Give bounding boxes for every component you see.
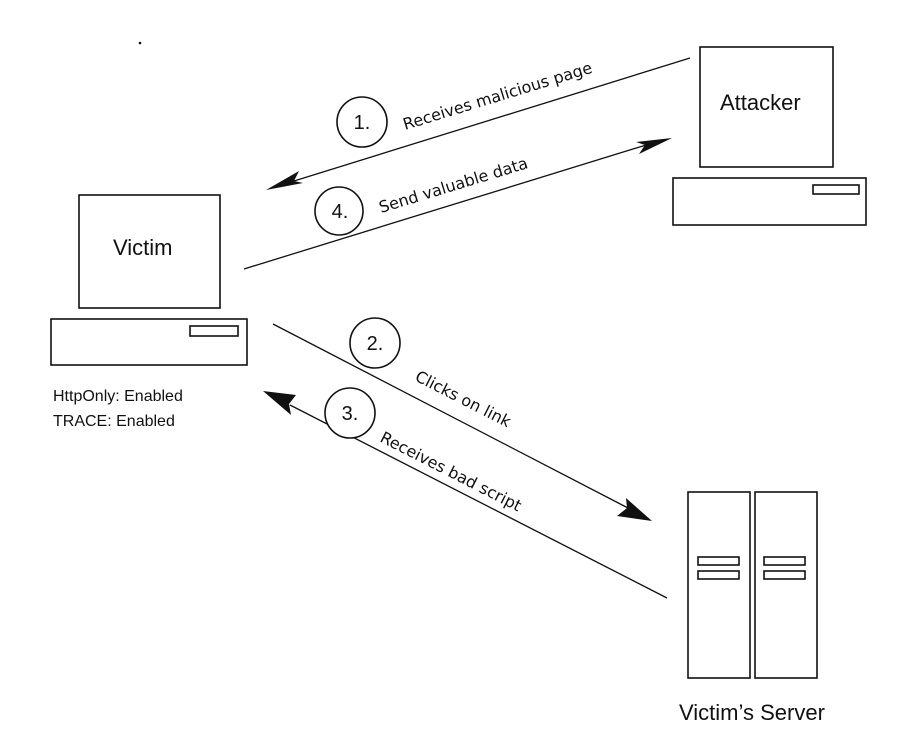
step-3-number: 3. bbox=[342, 403, 359, 425]
victim-trace-status: TRACE: Enabled bbox=[53, 413, 175, 430]
step-4-label: Send valuable data bbox=[377, 153, 530, 216]
step-3-badge: 3. bbox=[324, 387, 376, 439]
arrow-step-4 bbox=[243, 138, 672, 270]
arrow-step-1 bbox=[266, 57, 691, 190]
step-3-circle bbox=[324, 387, 376, 439]
victim-computer: Victim HttpOnly: Enabled TRACE: Enabled bbox=[50, 194, 248, 430]
attacker-label: Attacker bbox=[720, 90, 801, 115]
arrow-step-2-line bbox=[272, 323, 629, 509]
step-4-badge: 4. bbox=[314, 186, 364, 236]
server-label: Victim’s Server bbox=[679, 700, 825, 725]
arrow-step-4-head bbox=[636, 138, 672, 154]
victim-drive-slot bbox=[189, 325, 239, 337]
server-left-bay-2 bbox=[697, 570, 740, 580]
step-1-badge: 1. bbox=[336, 96, 388, 148]
victim-label: Victim bbox=[113, 235, 173, 260]
step-2-label: Clicks on link bbox=[412, 367, 515, 432]
victim-monitor bbox=[78, 194, 221, 309]
attacker-monitor bbox=[699, 46, 834, 168]
arrow-step-3 bbox=[263, 391, 668, 599]
server-right-bay-1 bbox=[763, 556, 806, 566]
step-4-circle bbox=[314, 186, 364, 236]
arrow-step-3-head bbox=[263, 391, 296, 415]
arrow-step-1-head bbox=[266, 171, 303, 190]
server-right-bay-2 bbox=[763, 570, 806, 580]
step-1-number: 1. bbox=[354, 112, 371, 134]
server-left-bay-1 bbox=[697, 556, 740, 566]
attacker-computer: Attacker bbox=[672, 46, 867, 226]
step-2-number: 2. bbox=[367, 333, 384, 355]
step-3-label: Receives bad script bbox=[377, 428, 524, 516]
arrow-step-2-head bbox=[617, 498, 652, 521]
attacker-drive-slot bbox=[812, 184, 860, 195]
arrow-step-2 bbox=[272, 323, 652, 521]
step-1-label: Receives malicious page bbox=[401, 58, 595, 134]
step-2-circle bbox=[349, 317, 401, 369]
victim-server: Victim’s Server bbox=[679, 491, 825, 725]
arrow-step-1-line bbox=[293, 57, 691, 182]
step-1-circle bbox=[336, 96, 388, 148]
server-tower-right bbox=[754, 491, 818, 679]
step-4-number: 4. bbox=[332, 201, 349, 223]
arrow-step-4-line bbox=[243, 144, 647, 270]
server-tower-left bbox=[687, 491, 751, 679]
victim-httponly-status: HttpOnly: Enabled bbox=[53, 388, 183, 405]
stray-dot bbox=[138, 41, 142, 45]
step-2-badge: 2. bbox=[349, 317, 401, 369]
